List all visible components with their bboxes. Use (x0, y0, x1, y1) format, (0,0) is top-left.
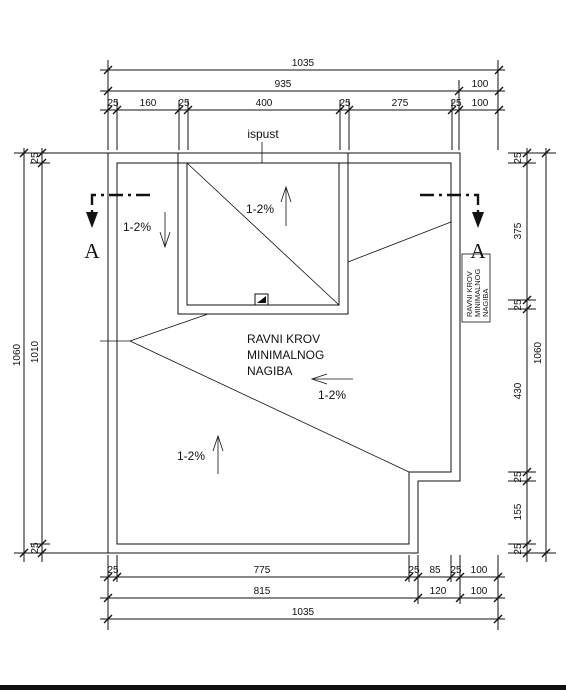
annex-box: RAVNI KROV MINIMALNOG NAGIBA (461, 253, 491, 323)
dim-right-155: 155 (513, 503, 524, 520)
section-label-right: A (470, 239, 486, 263)
dim-top-100a: 100 (472, 79, 489, 90)
dim-left-1060: 1060 (12, 343, 23, 366)
section-label-left: A (84, 239, 100, 263)
slope-label-1: 1-2% (123, 220, 151, 234)
slope-indicator-1: 1-2% (123, 212, 171, 249)
dim-bottom-815: 815 (254, 586, 271, 597)
slope-indicator-4: 1-2% (177, 434, 224, 474)
left-dimension-chain: 1060 1010 25 25 (12, 148, 108, 562)
dim-top-400: 400 (256, 98, 273, 109)
roof-text-line3: NAGIBA (247, 364, 292, 378)
dim-bottom-100b: 100 (471, 586, 488, 597)
slope-label-3: 1-2% (318, 388, 346, 402)
dim-top-160: 160 (140, 98, 157, 109)
dim-top-275: 275 (392, 98, 409, 109)
dim-top-935: 935 (275, 79, 292, 90)
ridge-lines (100, 221, 452, 473)
slope-indicator-3: 1-2% (310, 373, 353, 402)
dim-bottom-775: 775 (254, 565, 271, 576)
roof-text-line2: MINIMALNOG (247, 348, 324, 362)
dim-bottom-120: 120 (430, 586, 447, 597)
roof-description: RAVNI KROV MINIMALNOG NAGIBA (247, 332, 324, 378)
dim-right-25b: 25 (513, 299, 524, 311)
dim-right-25c: 25 (513, 471, 524, 483)
dim-top-total: 1035 (292, 58, 315, 69)
roof-text-line1: RAVNI KROV (247, 332, 320, 346)
dim-right-1060: 1060 (533, 341, 544, 364)
ispust-label: ispust (247, 127, 279, 141)
dim-right-375: 375 (513, 222, 524, 239)
roof-valley-line (186, 162, 340, 306)
annex-text-line3: NAGIBA (481, 289, 490, 317)
dim-top-25a: 25 (107, 98, 119, 109)
annex-text-line1: RAVNI KROV (465, 271, 474, 317)
dim-bottom-25c: 25 (450, 565, 462, 576)
slope-label-2: 1-2% (246, 202, 274, 216)
dim-bottom-100a: 100 (471, 565, 488, 576)
dim-bottom-25b: 25 (408, 565, 420, 576)
dim-right-25d: 25 (513, 543, 524, 555)
raised-roof-section: ispust (177, 127, 349, 315)
slope-indicator-2: 1-2% (246, 185, 292, 226)
bottom-border-bar (0, 685, 566, 690)
dim-top-25b: 25 (178, 98, 190, 109)
dim-left-25-top: 25 (30, 152, 41, 164)
slope-label-4: 1-2% (177, 449, 205, 463)
top-dimension-chain: 1035 935 100 25 160 25 400 25 275 25 100 (100, 58, 505, 150)
dim-top-25d: 25 (450, 98, 462, 109)
right-dimension-chain: 25 375 25 430 25 155 25 1060 (508, 148, 556, 562)
annex-text-line2: MINIMALNOG (473, 268, 482, 317)
dim-right-25a: 25 (513, 152, 524, 164)
dim-bottom-85: 85 (429, 565, 441, 576)
dim-bottom-total: 1035 (292, 607, 315, 618)
dim-left-25-bottom: 25 (30, 542, 41, 554)
dim-top-25c: 25 (339, 98, 351, 109)
section-marker-left: A (84, 193, 150, 263)
dim-right-430: 430 (513, 382, 524, 399)
dim-top-100b: 100 (472, 98, 489, 109)
bottom-dimension-chain: 25 775 25 85 25 100 815 120 100 1035 (100, 555, 505, 630)
dim-left-1010: 1010 (30, 340, 41, 363)
dim-bottom-25a: 25 (107, 565, 119, 576)
section-marker-right: A (420, 193, 486, 263)
